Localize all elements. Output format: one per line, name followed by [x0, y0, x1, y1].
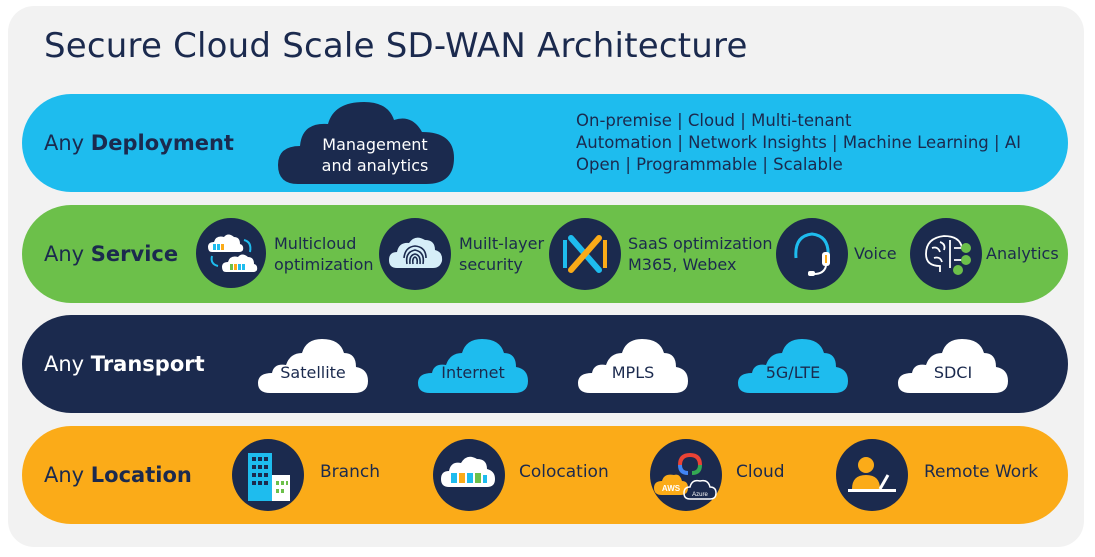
deployment-line: Open | Programmable | Scalable: [576, 155, 843, 174]
page-title: Secure Cloud Scale SD-WAN Architecture: [44, 26, 748, 66]
row-name: Transport: [90, 352, 205, 376]
deployment-line: On-premise | Cloud | Multi-tenant: [576, 111, 852, 130]
location-branch-label: Branch: [320, 462, 380, 482]
deployment-feature-list: On-premise | Cloud | Multi-tenant Automa…: [576, 110, 1021, 176]
service-item-line: SaaS optimization: [628, 234, 773, 253]
location-cloud-label: Cloud: [736, 462, 785, 482]
transport-cloud-mpls: [578, 339, 688, 393]
row-prefix: Any: [44, 131, 85, 155]
service-item-line: Muilt-layer: [459, 234, 545, 253]
transport-label: Satellite: [280, 363, 346, 382]
row-transport-label: Any Transport: [44, 352, 205, 376]
deployment-line: Automation | Network Insights | Machine …: [576, 133, 1021, 152]
row-prefix: Any: [44, 242, 85, 266]
management-cloud-icon: [278, 102, 454, 184]
row-location-label: Any Location: [44, 463, 192, 487]
transport-cloud-5g-lte: [738, 339, 848, 393]
service-item-line: M365, Webex: [628, 255, 737, 274]
row-service: Any Service Multicloud optimization Muil…: [22, 205, 1068, 303]
transport-cloud-satellite: [258, 339, 368, 393]
public-cloud-icon: AWS Azure: [650, 439, 722, 511]
location-colocation-label: Colocation: [519, 462, 609, 482]
transport-label: Internet: [441, 363, 505, 382]
service-item-multicloud: Multicloud optimization: [274, 233, 374, 275]
row-transport: Any Transport Satellite Internet MPLS 5G…: [22, 315, 1068, 413]
row-name: Service: [90, 242, 179, 266]
colocation-cloud-icon: [433, 439, 505, 511]
transport-label: MPLS: [611, 363, 655, 382]
brain-icon: [910, 218, 982, 290]
row-deployment-label: Any Deployment: [44, 131, 234, 155]
transport-cloud-internet: [418, 339, 528, 393]
azure-badge: Azure: [692, 492, 708, 498]
service-item-line: Analytics: [986, 244, 1059, 263]
transport-label: SDCI: [933, 363, 973, 382]
row-prefix: Any: [44, 463, 85, 487]
service-item-line: Multicloud: [274, 234, 357, 253]
transport-cloud-sdci: [898, 339, 1008, 393]
mgmt-line-1: Management: [322, 135, 428, 154]
row-service-label: Any Service: [44, 242, 178, 266]
row-prefix: Any: [44, 352, 85, 376]
mgmt-line-2: and analytics: [321, 156, 429, 175]
management-analytics-label: Management and analytics: [300, 134, 450, 176]
service-item-security: Muilt-layer security: [459, 233, 544, 275]
service-item-line: Voice: [854, 244, 897, 263]
row-deployment: Any Deployment Management and analytics …: [22, 94, 1068, 192]
service-item-voice: Voice: [854, 243, 897, 264]
transport-label: 5G/LTE: [765, 363, 821, 382]
service-item-line: security: [459, 255, 523, 274]
service-item-line: optimization: [274, 255, 374, 274]
row-location: Any Location Branch Colocation: [22, 426, 1068, 524]
headset-icon: [776, 218, 848, 290]
service-item-saas: SaaS optimization M365, Webex: [628, 233, 773, 275]
service-item-analytics: Analytics: [986, 243, 1059, 264]
location-remote-work-label: Remote Work: [924, 462, 1039, 482]
aws-badge: AWS: [662, 484, 681, 493]
row-name: Location: [90, 463, 192, 487]
row-name: Deployment: [90, 131, 234, 155]
building-icon: [232, 439, 304, 511]
saas-optimization-icon: [549, 218, 621, 290]
multicloud-servers-icon: [196, 218, 266, 288]
fingerprint-cloud-icon: [379, 218, 451, 290]
remote-worker-icon: [836, 439, 908, 511]
